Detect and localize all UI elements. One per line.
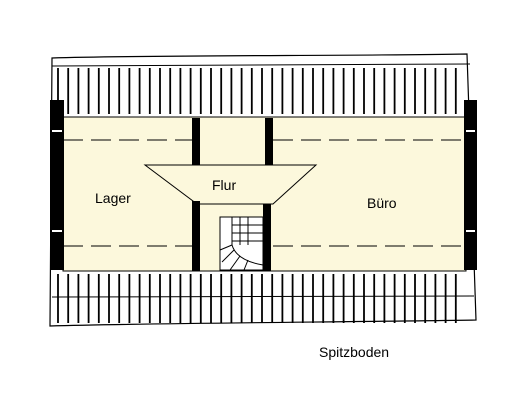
top-roof-rafters [57,68,457,114]
hallway-outline [143,164,318,205]
knee-wall-lines [63,139,466,247]
room-label-flur: Flur [212,177,236,193]
gable-wall-right [464,100,477,270]
room-label-lager: Lager [95,190,131,206]
wall-upper-right [265,118,273,165]
partition-walls [192,118,273,271]
floor-name-caption: Spitzboden [319,344,390,360]
staircase-symbol [219,216,264,271]
bottom-roof-rafters [57,274,457,323]
wall-upper-left [192,118,200,165]
roof-outline [49,53,477,327]
wall-lower-right [263,204,271,271]
gable-walls [50,100,477,270]
room-label-buero: Büro [367,195,397,211]
gable-wall-left [50,100,64,270]
wall-lower-left [192,201,200,271]
